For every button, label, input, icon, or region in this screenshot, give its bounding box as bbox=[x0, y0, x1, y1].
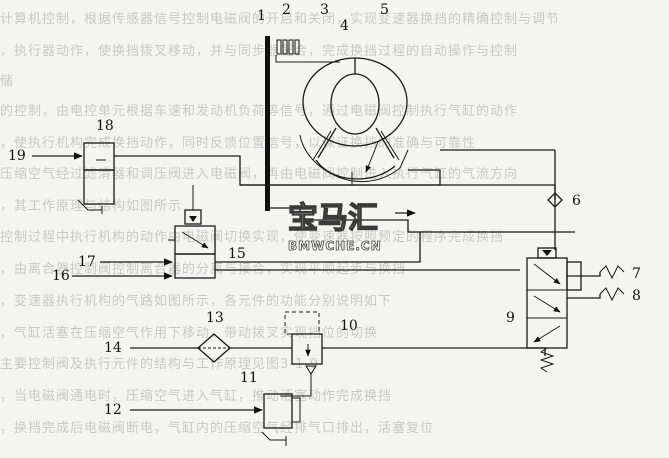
label-17: 17 bbox=[78, 254, 96, 270]
valve-10-body bbox=[291, 333, 323, 365]
background-text-line: 的控制，由电控单元根据车速和发动机负荷等信号，通过电磁阀控制执行气缸的动作 bbox=[0, 104, 519, 119]
background-text-line: ，换挡完成后电磁阀断电，气缸内的压缩空气经排气口排出，活塞复位 bbox=[0, 421, 435, 436]
label-11: 11 bbox=[240, 370, 258, 386]
label-15: 15 bbox=[228, 246, 246, 262]
actuator-inner-ring bbox=[330, 73, 380, 135]
watermark-logo: 宝马汇 bbox=[288, 201, 378, 236]
background-text-line: ，其工作原理与结构如图所示 bbox=[0, 199, 183, 214]
background-text-line: ，由离合器控制阀控制离合器的分离与接合，实现平顺起步与换挡 bbox=[0, 262, 407, 277]
actuator-spoke-right-edge bbox=[380, 130, 400, 161]
valve-11-exhaust bbox=[261, 431, 286, 441]
valve-10-outlet-line bbox=[322, 347, 546, 356]
background-text-line: ，使执行机构完成换挡动作，同时反馈位置信号，以保证换挡的准确与可靠性 bbox=[0, 136, 477, 151]
port-8-restrictor bbox=[599, 287, 625, 302]
valve-11-side bbox=[291, 397, 301, 423]
label-1: 1 bbox=[257, 8, 266, 24]
shift-rod bbox=[265, 36, 270, 211]
background-text-line: ，执行器动作，使换挡拨叉移动，并与同步器配合，完成换挡过程的自动操作与控制 bbox=[0, 44, 519, 59]
port-7-restrictor bbox=[599, 265, 625, 280]
valve-18-exhaust bbox=[77, 199, 102, 211]
label-19: 19 bbox=[8, 148, 26, 164]
actuator-spoke-left bbox=[317, 127, 337, 159]
label-12: 12 bbox=[104, 402, 122, 418]
valve-9-flow-c bbox=[533, 325, 561, 343]
label-14: 14 bbox=[104, 340, 122, 356]
background-text-line: 控制过程中执行机构的动作由电磁阀切换实现，使变速器按照预定的程序完成换挡 bbox=[0, 230, 505, 245]
label-6: 6 bbox=[572, 193, 581, 209]
background-text-line: ，当电磁阀通电时，压缩空气进入气缸，推动活塞动作完成换挡 bbox=[0, 389, 393, 404]
label-8: 8 bbox=[632, 288, 641, 304]
background-text-line: 计算机控制，根据传感器信号控制电磁阀的开启和关闭，实现变速器换挡的精确控制与调节 bbox=[0, 12, 561, 27]
valve-10-pilot-box bbox=[284, 311, 320, 335]
label-13: 13 bbox=[206, 310, 224, 326]
filter-13 bbox=[197, 333, 231, 363]
port-8-line bbox=[567, 294, 601, 299]
contact-lead bbox=[275, 55, 340, 63]
actuator-lower-arc bbox=[315, 159, 396, 180]
watermark-url: BMWCHE.CN bbox=[288, 239, 382, 253]
valve-9-flow-b bbox=[533, 295, 561, 313]
rod-line bbox=[299, 208, 575, 233]
valve-11-body bbox=[263, 393, 293, 429]
label-16: 16 bbox=[52, 268, 70, 284]
valve-10-drain-line bbox=[280, 374, 312, 397]
background-text-line: 储 bbox=[0, 74, 15, 89]
position-contacts bbox=[276, 39, 300, 55]
actuator-housing-edge bbox=[299, 134, 409, 183]
supply-line-to-actuator bbox=[114, 155, 441, 186]
actuator-spoke-right bbox=[375, 127, 395, 159]
valve-10-spring-head bbox=[305, 365, 317, 375]
label-10: 10 bbox=[340, 318, 358, 334]
label-18: 18 bbox=[96, 118, 114, 134]
label-2: 2 bbox=[282, 2, 291, 18]
background-text-line: 主要控制阀及执行元件的结构与工作原理见图3-1-9 bbox=[0, 357, 320, 372]
background-text-line: ，气缸活塞在压缩空气作用下移动，带动拨叉实现挡位的切换 bbox=[0, 326, 379, 341]
check-valve-6 bbox=[547, 192, 563, 208]
label-7: 7 bbox=[632, 266, 641, 282]
label-3: 3 bbox=[320, 2, 329, 18]
valve-15-flow bbox=[181, 231, 209, 249]
valve-9-spring bbox=[539, 347, 555, 373]
actuator-flow-arrow bbox=[365, 141, 379, 173]
valve-18-head bbox=[83, 142, 115, 171]
valve-15-lower-cell bbox=[174, 253, 216, 279]
actuator-spoke-left-edge bbox=[312, 130, 332, 161]
valve-15-pilot bbox=[189, 216, 197, 222]
port-7-line bbox=[567, 272, 601, 277]
valve-15-outlet-line bbox=[215, 232, 421, 263]
valve-18-body bbox=[83, 169, 115, 205]
valve-9-flow-a bbox=[533, 263, 561, 285]
label-5: 5 bbox=[380, 2, 389, 18]
label-4: 4 bbox=[340, 18, 349, 34]
valve-9 bbox=[526, 247, 582, 373]
valve-9-solenoid bbox=[537, 247, 557, 259]
label-9: 9 bbox=[506, 310, 515, 326]
background-text-line: ，变速器执行机构的气路如图所示，各元件的功能分别说明如下 bbox=[0, 294, 393, 309]
